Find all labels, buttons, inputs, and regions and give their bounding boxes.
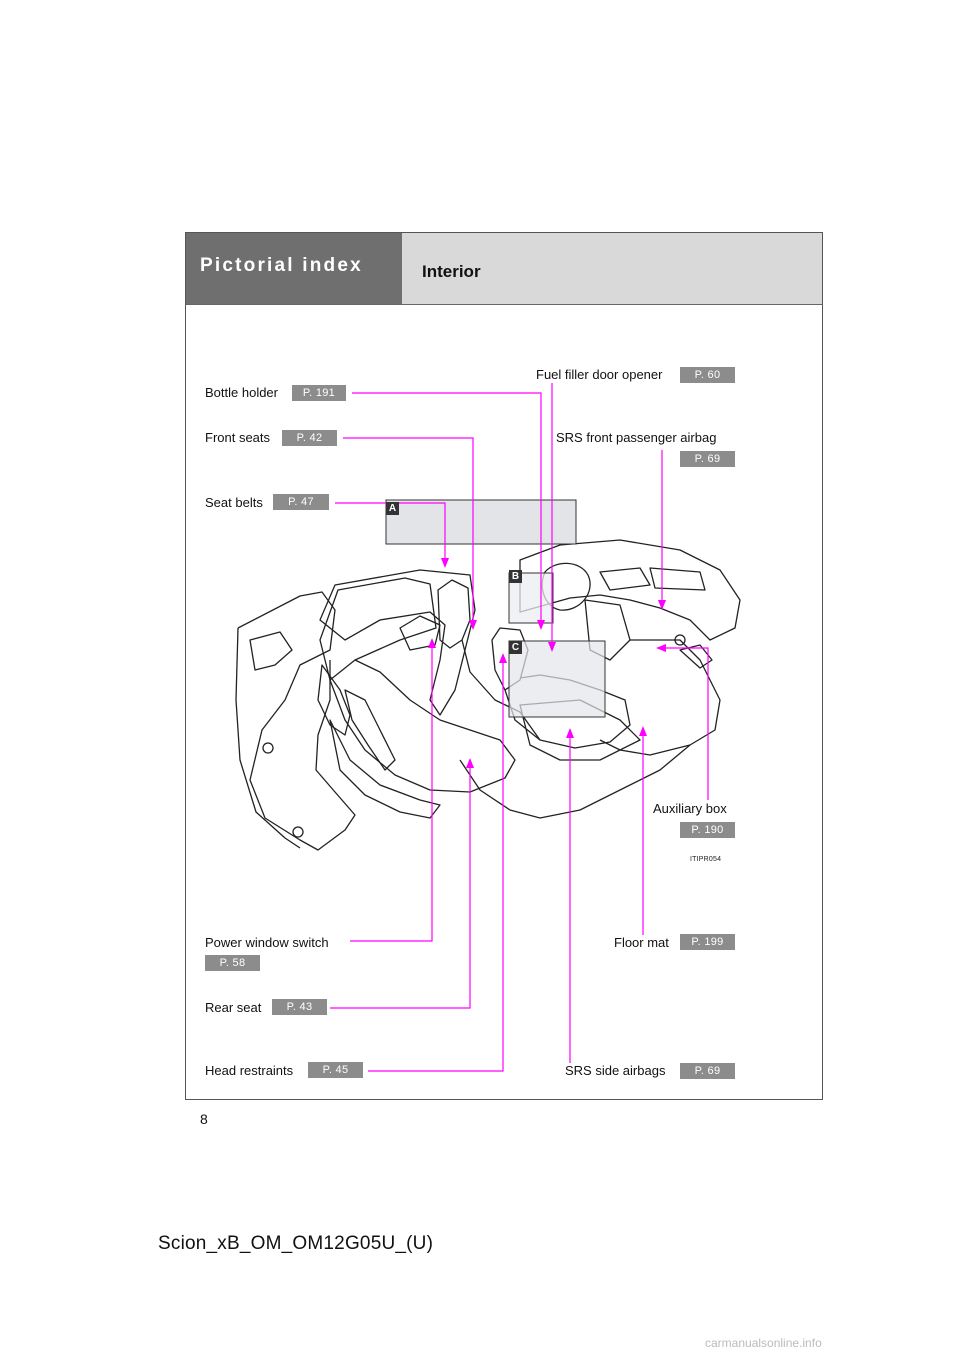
bottle-holder-page-link[interactable]: P. 191 xyxy=(292,385,346,401)
power-window-switch-label: Power window switch xyxy=(205,935,329,950)
leader-head-restraints xyxy=(368,655,504,1072)
subsection-title: Interior xyxy=(422,262,481,281)
leader-power-window xyxy=(350,640,433,942)
detail-panel-c xyxy=(508,640,606,718)
marker-b: B xyxy=(509,570,522,583)
leader-front-seats xyxy=(343,437,474,628)
fuel-filler-door-opener-page-link[interactable]: P. 60 xyxy=(680,367,735,383)
floor-mat-page-link[interactable]: P. 199 xyxy=(680,934,735,950)
srs-front-passenger-airbag-label: SRS front passenger airbag xyxy=(556,430,717,445)
leader-rear-seat xyxy=(330,760,471,1009)
document-footer: Scion_xB_OM_OM12G05U_(U) xyxy=(158,1233,434,1254)
rear-seat-page-link[interactable]: P. 43 xyxy=(272,999,327,1015)
seat-belts-label: Seat belts xyxy=(205,495,263,510)
detail-panel-a xyxy=(385,499,577,545)
header-divider xyxy=(186,304,822,305)
section-title: Pictorial index xyxy=(200,255,363,276)
srs-side-airbags-page-link[interactable]: P. 69 xyxy=(680,1063,735,1079)
head-restraints-label: Head restraints xyxy=(205,1063,294,1078)
seat-belts-page-link[interactable]: P. 47 xyxy=(273,494,329,510)
front-seats-label: Front seats xyxy=(205,430,271,445)
leader-bottle-holder xyxy=(352,392,542,628)
front-seats-page-link[interactable]: P. 42 xyxy=(282,430,337,446)
srs-front-passenger-airbag-page-link[interactable]: P. 69 xyxy=(680,451,735,467)
marker-c-label: C xyxy=(511,642,520,653)
bottle-holder-label: Bottle holder xyxy=(205,385,278,400)
leader-aux-box xyxy=(660,647,709,800)
page-number: 8 xyxy=(200,1111,208,1127)
head-restraints-page-link[interactable]: P. 45 xyxy=(308,1062,363,1078)
auxiliary-box-page-link[interactable]: P. 190 xyxy=(680,822,735,838)
marker-a: A xyxy=(386,502,399,515)
section-header-band xyxy=(186,233,402,305)
leader-lines xyxy=(330,383,709,1072)
illustration-code: ITIPR054 xyxy=(690,856,722,863)
fuel-filler-door-opener-label: Fuel filler door opener xyxy=(536,367,663,382)
marker-b-label: B xyxy=(511,571,520,582)
leader-seat-belts xyxy=(335,502,446,566)
marker-c: C xyxy=(509,641,522,654)
marker-a-label: A xyxy=(388,503,397,514)
auxiliary-box-label: Auxiliary box xyxy=(653,801,727,816)
rear-seat-label: Rear seat xyxy=(205,1000,262,1015)
car-interior-drawing xyxy=(235,539,741,851)
subsection-header-band xyxy=(402,233,822,305)
watermark: carmanualsonline.info xyxy=(705,1336,822,1350)
floor-mat-label: Floor mat xyxy=(614,935,669,950)
srs-side-airbags-label: SRS side airbags xyxy=(565,1063,666,1078)
power-window-switch-page-link[interactable]: P. 58 xyxy=(205,955,260,971)
leader-arrowheads xyxy=(428,558,666,768)
